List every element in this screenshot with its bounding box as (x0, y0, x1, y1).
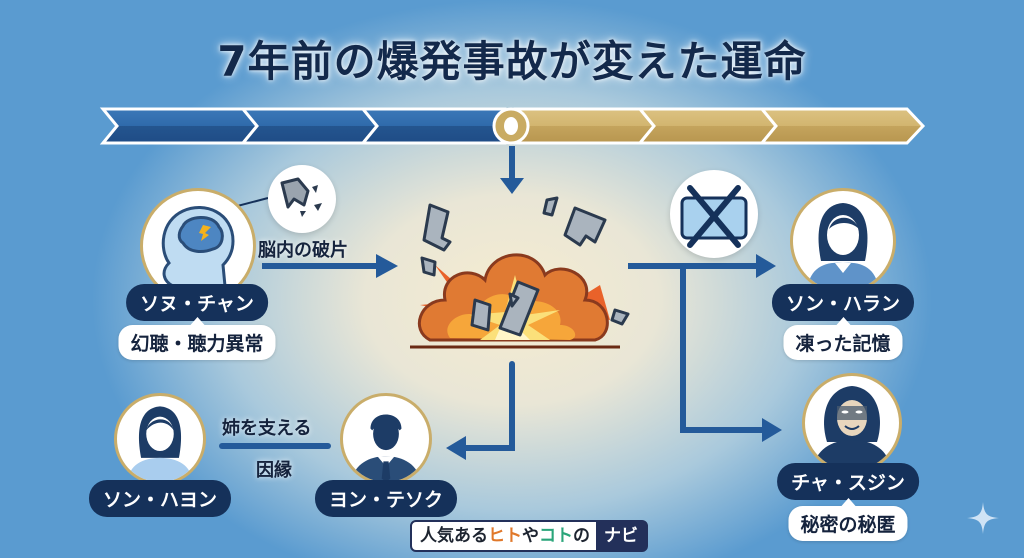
timeline-segment-future-3 (758, 107, 926, 145)
man-suit-avatar-icon (351, 414, 421, 482)
shard-label: 脳内の破片 (258, 240, 348, 261)
name-son-chan: ソヌ・チャン (126, 284, 268, 321)
sinister-woman-avatar-icon (813, 386, 891, 470)
metal-shard-icon (280, 177, 322, 217)
timeline-segment-past-3 (359, 107, 507, 145)
brand-text-hito: ヒト (488, 526, 522, 546)
brand-text-navi: ナビ (596, 522, 646, 550)
name-yon-tesok: ヨン・テソク (314, 480, 458, 517)
shard-badge (268, 165, 336, 233)
woman-avatar-icon (807, 203, 879, 291)
frozen-badge (670, 170, 758, 258)
brand-text-ya: や (522, 526, 539, 546)
note-cha-sujin: 秘密の秘匿 (788, 498, 908, 541)
brand-logo: 人気ある ヒト や コト の ナビ (410, 520, 648, 552)
note-son-haran: 凍った記憶 (783, 317, 903, 360)
frozen-crossed-icon (680, 185, 748, 248)
avatar-cha-sujin (802, 373, 902, 473)
woman-avatar-icon (127, 406, 193, 482)
name-son-hayon: ソン・ハヨン (88, 480, 232, 517)
timeline-marker-icon (492, 107, 530, 145)
explosion-icon (410, 196, 630, 349)
name-cha-sujin: チャ・スジン (777, 463, 919, 500)
head-brain-shard-icon (161, 206, 242, 301)
arrow-explosion-to-tesok-icon (446, 361, 515, 460)
arrow-explosion-to-haran-icon (628, 254, 776, 278)
relation-label-top: 姉を支える (222, 418, 312, 439)
page-title: 7年前の爆発事故が変えた運命 (217, 37, 807, 86)
arrow-timeline-to-explosion-icon (500, 146, 524, 194)
timeline (99, 107, 926, 145)
brand-text-koto: コト (539, 526, 573, 546)
relation-label-bottom: 因縁 (256, 460, 292, 481)
avatar-son-haran (790, 188, 896, 294)
arrow-chan-to-explosion-icon (262, 254, 398, 278)
name-son-haran: ソン・ハラン (771, 284, 915, 321)
arrow-explosion-to-sujin-icon (680, 266, 782, 442)
brand-text-no: の (573, 526, 590, 546)
sparkle-icon (967, 502, 999, 534)
note-son-chan: 幻聴・聴力異常 (118, 317, 276, 360)
brand-text-1: 人気ある (420, 526, 488, 546)
avatar-son-hayon (114, 393, 206, 485)
avatar-yon-tesok (340, 393, 432, 485)
